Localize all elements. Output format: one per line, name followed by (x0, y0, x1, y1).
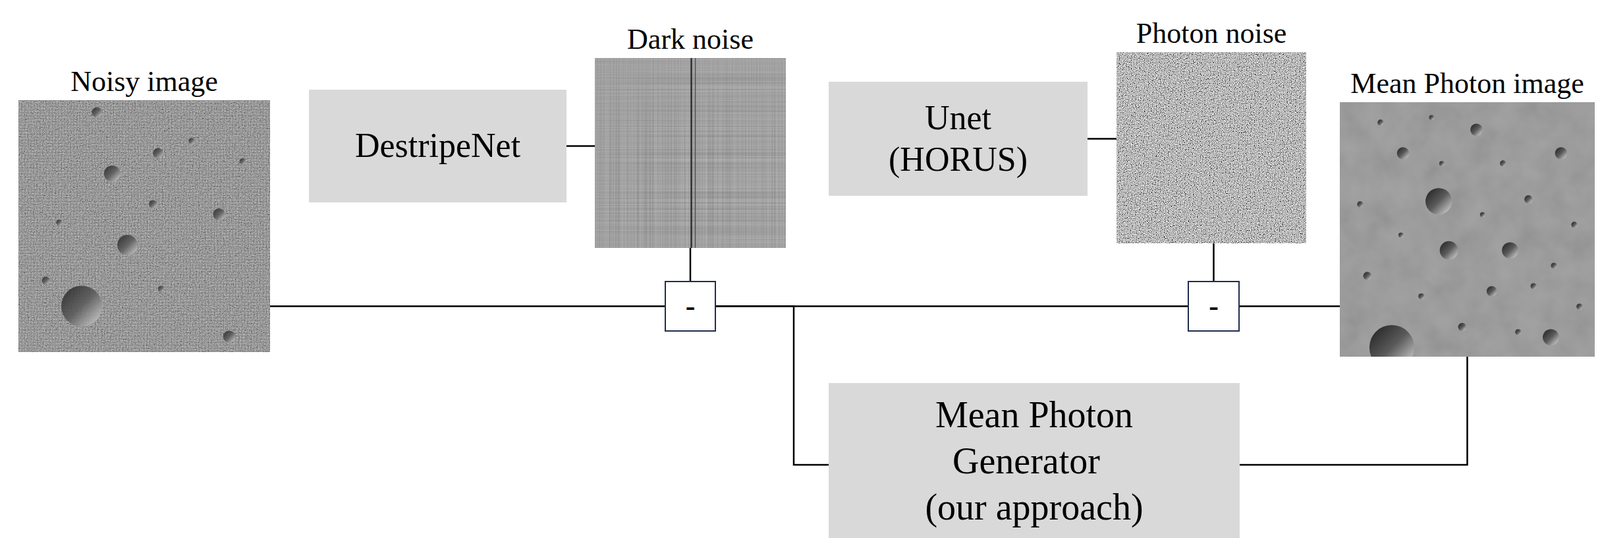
image-panel: Photon noise (1116, 52, 1307, 244)
box-label: DestripeNet (355, 125, 521, 166)
connector-line (689, 247, 692, 281)
image-panel: Dark noise (594, 57, 786, 248)
connector-line (270, 304, 665, 307)
image-heading: Photon noise (1136, 17, 1288, 50)
connector-line (1239, 356, 1468, 465)
subtract-operator: - (1187, 280, 1240, 332)
connector-line (1087, 137, 1117, 140)
connector-line (1239, 304, 1340, 307)
dark-noise-image (594, 57, 786, 248)
generator-box: Mean Photon Generator (our approach) (828, 382, 1240, 538)
photon-noise-image (1116, 52, 1307, 244)
connector-line (566, 144, 595, 147)
connector-line (1212, 243, 1215, 281)
box-label: Unet (HORUS) (872, 97, 1045, 180)
image-panel: Noisy image (18, 100, 271, 352)
image-heading: Noisy image (70, 65, 219, 98)
image-heading: Dark noise (627, 23, 754, 56)
noisy-moon-image (18, 100, 271, 352)
subtract-operator: - (664, 280, 717, 332)
image-heading: Mean Photon image (1350, 67, 1584, 100)
operator-symbol: - (1208, 291, 1219, 321)
image-panel: Mean Photon image (1339, 102, 1595, 357)
box-label: Mean Photon Generator (our approach) (922, 391, 1147, 530)
mean-photon-moon-image (1339, 102, 1595, 357)
process-box: Unet (HORUS) (828, 81, 1088, 196)
connector-line (716, 306, 829, 466)
process-box: DestripeNet (308, 89, 567, 203)
operator-symbol: - (685, 291, 696, 321)
